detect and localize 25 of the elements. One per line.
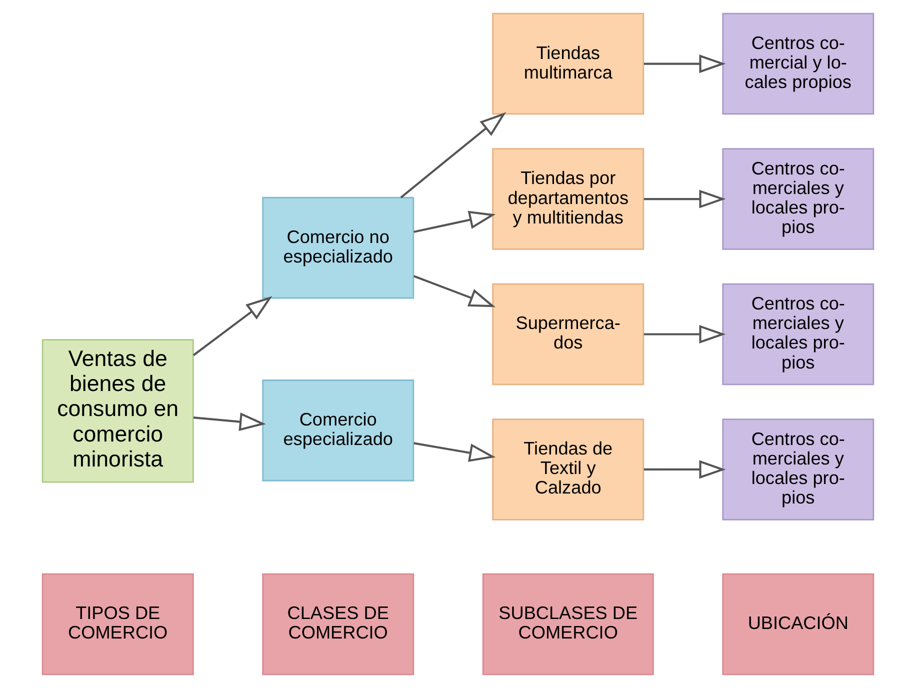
node-box: Comercio no especializado bbox=[262, 196, 414, 299]
node-box: Supermerca- dos bbox=[492, 283, 644, 386]
node-box: Ventas de bienes de consumo en comercio minorista bbox=[41, 339, 194, 483]
node-box: Tiendas de Textil y Calzado bbox=[492, 418, 644, 520]
arrow bbox=[643, 460, 726, 479]
arrow bbox=[413, 210, 496, 233]
node-box: CLASES DE COMERCIO bbox=[262, 573, 414, 676]
arrow bbox=[192, 296, 272, 356]
arrow bbox=[400, 112, 506, 198]
arrow bbox=[413, 442, 496, 462]
node-box: Comercio especializado bbox=[262, 380, 414, 482]
arrow bbox=[643, 190, 726, 208]
node-box: Tiendas multimarca bbox=[492, 12, 644, 115]
node-box: SUBCLASES DE COMERCIO bbox=[482, 573, 654, 676]
node-box: Centros co- mercial y lo- cales propios bbox=[722, 12, 874, 115]
arrow bbox=[643, 54, 726, 74]
arrow bbox=[192, 412, 266, 431]
arrow bbox=[413, 275, 496, 308]
node-box: Tiendas por departamentos y multitiendas bbox=[492, 148, 644, 250]
node-box: Centros co- merciales y locales pro- pios bbox=[722, 148, 874, 250]
arrow bbox=[643, 324, 726, 344]
node-box: Centros co- merciales y locales pro- pios bbox=[722, 283, 874, 386]
node-box: UBICACIÓN bbox=[722, 573, 874, 676]
node-box: TIPOS DE COMERCIO bbox=[41, 573, 194, 676]
node-box: Centros co- merciales y locales pro- pios bbox=[722, 418, 874, 520]
